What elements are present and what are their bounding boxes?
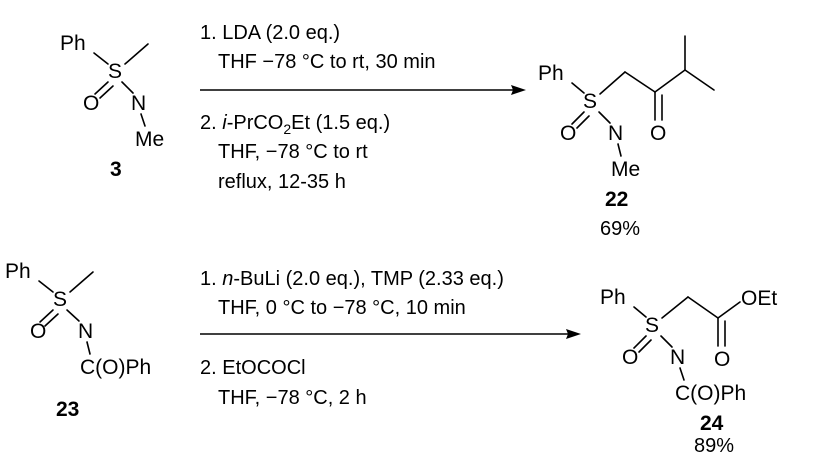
atom-o-carbonyl: O [650,122,666,145]
atom-n: N [78,320,93,343]
atom-s: S [583,90,597,113]
reactant-3-structure: Ph S O N Me 3 [60,32,164,181]
atom-o: O [622,346,638,369]
atom-o-carbonyl: O [714,348,730,371]
atom-ph: Ph [60,32,86,55]
bond-ph-s [571,82,585,94]
bond-ch2-c [624,71,656,93]
bond-s-o-double-1 [94,81,109,95]
bond-s-o-double-1 [571,111,585,125]
atom-n: N [608,122,623,145]
bond-n-me [140,113,146,127]
product-22-structure: Ph S O N Me O 22 69% [538,35,715,240]
bond-s-n [66,309,80,322]
reactant-23-structure: Ph S O N C(O)Ph 23 [5,260,151,421]
bond-s-methyl [124,43,149,65]
reaction-arrow-2-head [566,329,581,339]
atom-s: S [645,314,659,337]
atom-n: N [131,92,146,115]
bond-s-o-double-2 [638,339,652,353]
bond-n-acyl [679,367,685,381]
bond-ph-s [633,306,647,318]
bond-s-o-double-1 [39,309,54,323]
bond-ph-s [93,52,109,65]
bond-s-o-double-2 [99,85,114,99]
bond-ph-s [38,280,54,293]
conditions-2-step-1-solvent: THF, 0 °C to −78 °C, 10 min [218,297,466,319]
atom-ph: Ph [538,62,564,85]
conditions-2-step-2-reagent: 2. EtOCOCl [200,357,306,379]
reaction-1: Ph S O N Me 3 1. LDA (2.0 eq.) THF −78 °… [60,22,715,240]
atom-me: Me [611,158,640,181]
bond-ch-me-right [684,69,715,91]
conditions-2-step-1-reagent: 1. n-BuLi (2.0 eq.), TMP (2.33 eq.) [200,268,504,290]
atom-n: N [670,346,685,369]
atom-me: Me [135,128,164,151]
compound-id-24: 24 [700,412,724,435]
conditions-1-step-1-solvent: THF −78 °C to rt, 30 min [218,51,436,73]
bond-s-o-double-2 [44,313,59,327]
atom-s: S [108,60,122,83]
bond-s-o-double-1 [633,335,647,349]
compound-id-22: 22 [605,188,628,211]
conditions-1-step-2-reagent: 2. i-PrCO2Et (1.5 eq.) [200,112,390,137]
bond-s-n [598,111,611,124]
atom-ph: Ph [5,260,31,283]
reaction-2: Ph S O N C(O)Ph 23 1. n-BuLi (2.0 eq.), … [5,260,777,453]
atom-acyl: C(O)Ph [675,382,746,405]
atom-o: O [30,320,46,343]
compound-id-3: 3 [110,158,122,181]
bond-s-n [121,81,134,94]
yield-22: 69% [600,218,640,240]
conditions-1-step-1-reagent: 1. LDA (2.0 eq.) [200,22,340,44]
atom-o: O [560,122,576,145]
bond-s-o-double-2 [576,115,590,129]
bond-n-me [617,143,622,157]
bond-s-methyl [69,271,94,293]
bond-s-ch2 [599,71,626,95]
bond-ch2-c [687,296,719,319]
reaction-arrow-1-head [511,85,526,95]
bond-c-oet [717,301,741,319]
bond-n-acyl [86,341,91,355]
bond-s-n [660,335,673,348]
atom-acyl: C(O)Ph [80,356,151,379]
conditions-1-step-2-solvent: THF, −78 °C to rt [218,141,368,163]
atom-o: O [83,92,99,115]
compound-id-23: 23 [56,398,79,421]
atom-ph: Ph [600,286,626,309]
conditions-1-step-2-time: reflux, 12-35 h [218,171,346,193]
bond-s-ch2 [661,296,689,319]
product-24-structure: Ph S O N C(O)Ph O OEt 24 89% [600,286,777,453]
atom-oet: OEt [741,287,777,310]
bond-c-ch [654,69,686,93]
conditions-2-step-2-solvent: THF, −78 °C, 2 h [218,387,367,409]
atom-s: S [53,288,67,311]
yield-24: 89% [694,435,734,453]
